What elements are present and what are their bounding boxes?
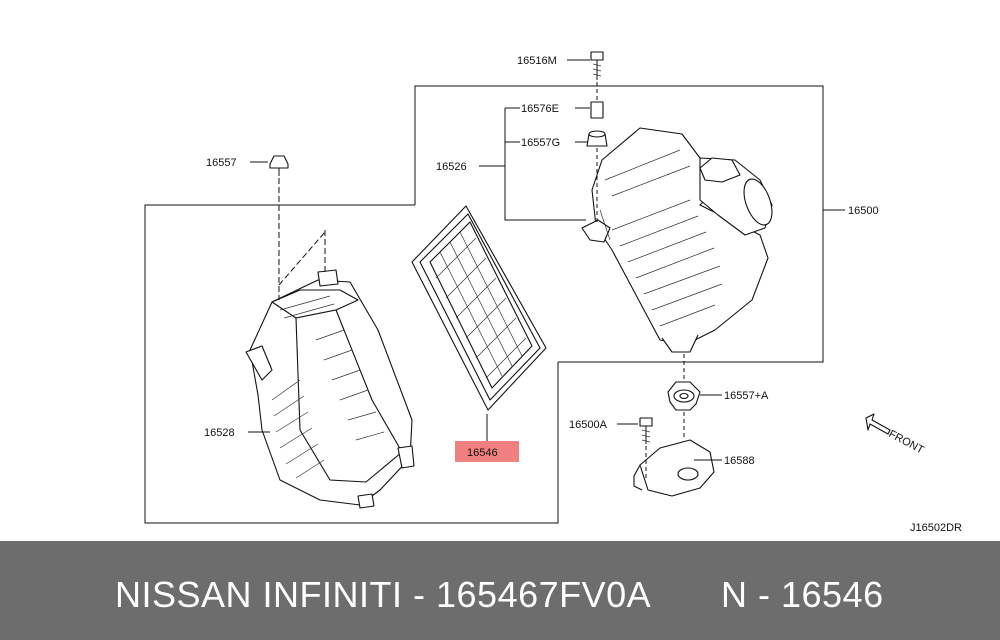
label-16557: 16557 [206,157,237,169]
collar-16576E [590,101,604,119]
bracket-16588 [633,439,715,497]
lower-housing-group-frame [144,204,559,524]
label-16528: 16528 [204,427,235,439]
reference-number: N - 16546 [721,574,884,615]
label-16526: 16526 [436,161,467,173]
grommet-16557G [586,130,608,147]
upper-housing-group-frame [414,85,824,363]
drawing-code: J16502DR [910,522,962,534]
air-filter-element-part [411,205,547,411]
clip-diagonal-line [278,231,326,286]
label-16588: 16588 [724,455,755,467]
label-16500: 16500 [848,205,879,217]
label-16557G: 16557G [521,137,560,149]
exploded-parts-diagram: FRONT 16516M 16576E 16557G 16526 16557 1… [144,51,962,534]
clip-16557 [269,155,289,176]
bolt-16500A [639,417,653,444]
bolt-16516M [590,51,604,80]
front-direction-arrow: FRONT [865,413,926,457]
label-16557A: 16557+A [724,390,769,402]
label-16500A: 16500A [569,419,608,431]
label-16546: 16546 [467,447,498,459]
label-16516M: 16516M [517,55,557,67]
highlight-box-16546 [455,441,519,462]
front-label: FRONT [887,428,926,457]
part-number-banner: NISSAN INFINITI - 165467FV0A N - 16546 [0,541,1000,640]
lower-housing-part [245,269,415,509]
label-16576E: 16576E [521,103,559,115]
mount-insulator-16557A [667,381,701,411]
brand-part-number: NISSAN INFINITI - 165467FV0A [115,574,652,615]
leader-lines [248,59,845,461]
upper-housing-part [581,127,773,353]
